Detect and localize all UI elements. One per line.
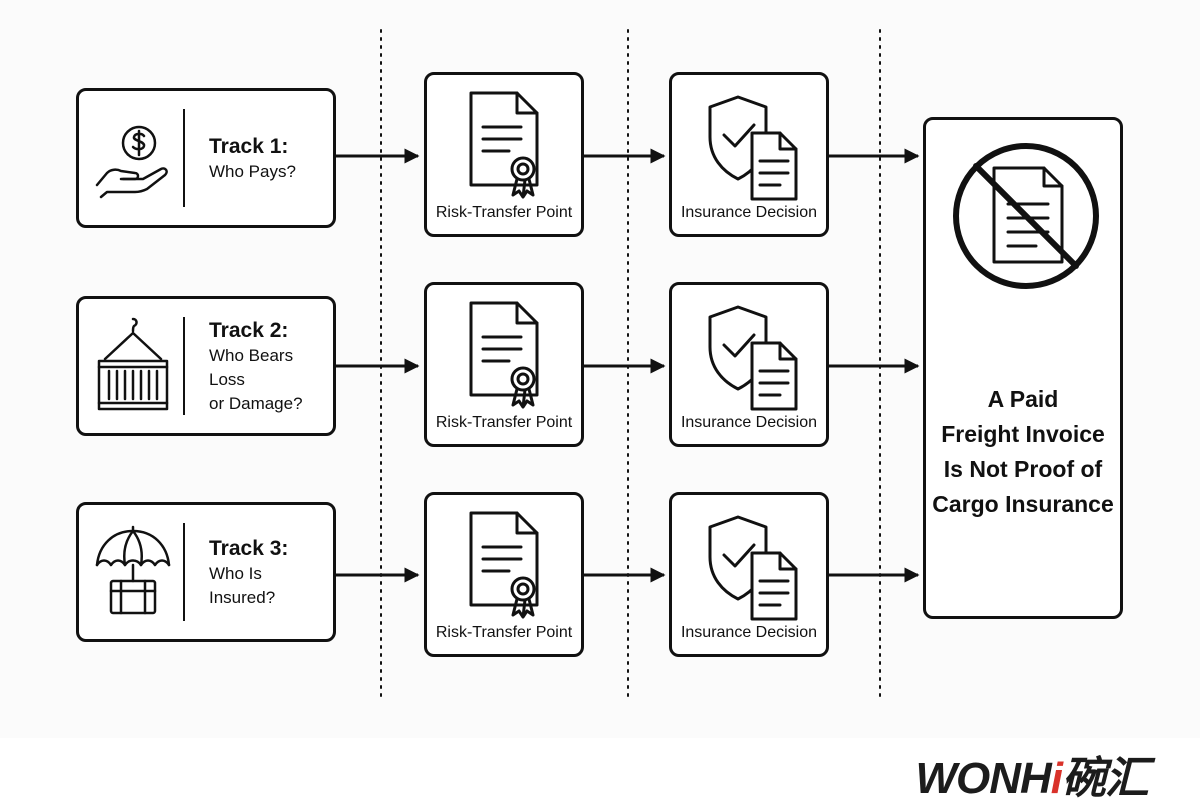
risk-transfer-box-2: Risk-Transfer Point — [424, 282, 584, 447]
certificate-icon — [469, 91, 539, 199]
track-1-text: Track 1: Who Pays? — [209, 91, 325, 225]
track-3-divider — [183, 523, 185, 621]
shield-document-icon — [708, 95, 798, 201]
track-3-box: Track 3: Who Is Insured? — [76, 502, 336, 642]
result-statement: A Paid Freight Invoice Is Not Proof of C… — [926, 382, 1120, 522]
shield-document-icon — [708, 515, 798, 621]
risk-transfer-label-3: Risk-Transfer Point — [435, 624, 573, 641]
result-box: A Paid Freight Invoice Is Not Proof of C… — [923, 117, 1123, 619]
risk-transfer-box-3: Risk-Transfer Point — [424, 492, 584, 657]
result-line-3: Is Not Proof of — [943, 456, 1103, 482]
track-3-title: Track 3: — [209, 536, 289, 560]
insurance-decision-label-1: Insurance Decision — [680, 204, 818, 221]
result-line-4: Cargo Insurance — [932, 491, 1114, 517]
insurance-decision-label-3: Insurance Decision — [680, 624, 818, 641]
track-2-text: Track 2: Who Bears Loss or Damage? — [209, 299, 325, 433]
brand-logo: WONHi碗汇 — [915, 742, 1149, 806]
insurance-decision-box-3: Insurance Decision — [669, 492, 829, 657]
no-document-icon — [953, 143, 1099, 289]
track-2-box: Track 2: Who Bears Loss or Damage? — [76, 296, 336, 436]
track-1-box: Track 1: Who Pays? — [76, 88, 336, 228]
track-1-title: Track 1: — [209, 134, 289, 158]
umbrella-cargo-icon — [95, 525, 171, 615]
insurance-decision-box-1: Insurance Decision — [669, 72, 829, 237]
track-1-divider — [183, 109, 185, 207]
certificate-icon — [469, 511, 539, 619]
insurance-decision-label-2: Insurance Decision — [680, 414, 818, 431]
certificate-icon — [469, 301, 539, 409]
result-line-1: A Paid — [987, 386, 1059, 412]
track-3-text: Track 3: Who Is Insured? — [209, 505, 325, 639]
brand-accent-letter: i — [1050, 754, 1063, 803]
track-2-question-line-1: Who Bears Loss — [209, 345, 294, 389]
brand-chinese: 碗汇 — [1062, 754, 1149, 803]
shield-document-icon — [708, 305, 798, 411]
hand-dollar-icon — [95, 125, 168, 199]
track-2-divider — [183, 317, 185, 415]
risk-transfer-label-2: Risk-Transfer Point — [435, 414, 573, 431]
track-3-question-line-1: Who Is — [209, 563, 262, 583]
result-line-2: Freight Invoice — [941, 421, 1105, 447]
track-3-question-line-2: Insured? — [209, 587, 276, 607]
track-2-question-line-2: or Damage? — [209, 393, 303, 413]
brand-latin: WONHi — [915, 754, 1063, 803]
flow-arrows — [336, 148, 920, 583]
track-2-title: Track 2: — [209, 318, 289, 342]
track-1-question: Who Pays? — [209, 161, 296, 181]
shipping-container-icon — [97, 317, 169, 411]
risk-transfer-label-1: Risk-Transfer Point — [435, 204, 573, 221]
risk-transfer-box-1: Risk-Transfer Point — [424, 72, 584, 237]
insurance-decision-box-2: Insurance Decision — [669, 282, 829, 447]
